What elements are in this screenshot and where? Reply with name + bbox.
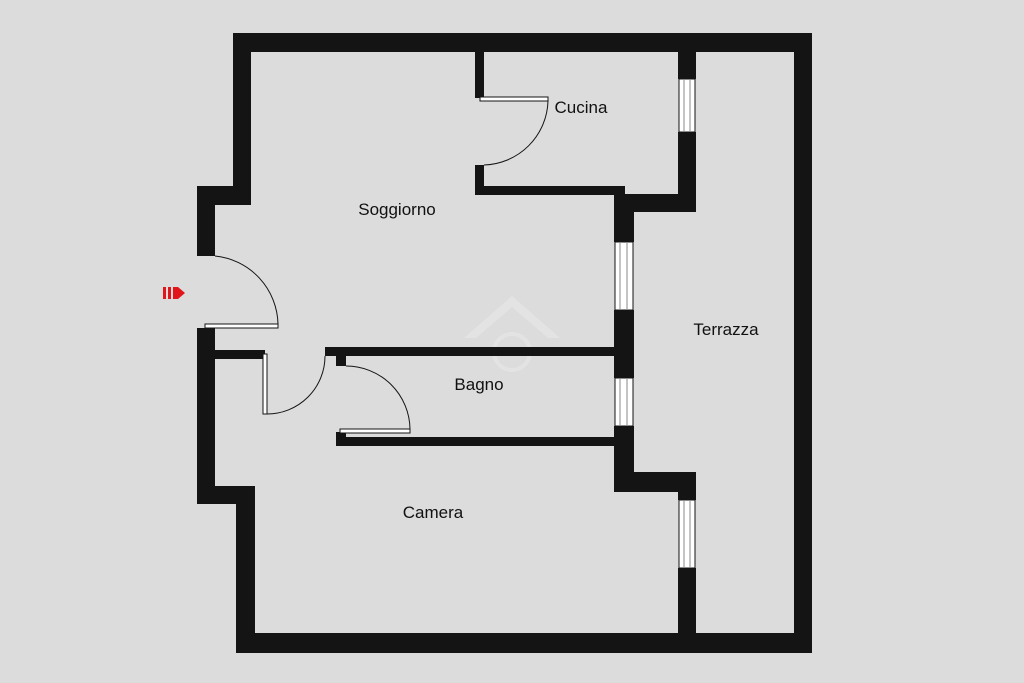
bath-wall-top bbox=[325, 347, 617, 356]
window-kitchen bbox=[678, 78, 696, 133]
wall-bottom bbox=[236, 633, 812, 653]
entrance-arrow-icon bbox=[163, 287, 185, 299]
doors bbox=[204, 96, 549, 434]
room-label-camera: Camera bbox=[403, 503, 464, 522]
outer-walls bbox=[197, 33, 812, 653]
terrace-wall-kitchen bbox=[678, 132, 696, 212]
terrace-wall-camera-b bbox=[678, 568, 696, 653]
wall-entry-jamb-top bbox=[197, 186, 215, 256]
living-camera-wall-left bbox=[215, 350, 265, 359]
kitchen-wall-bottom-stub bbox=[475, 165, 484, 194]
door-entrance bbox=[204, 255, 279, 329]
terrace-wall-camera-a bbox=[678, 472, 696, 500]
window-camera bbox=[678, 499, 696, 569]
room-label-terrazza: Terrazza bbox=[693, 320, 759, 339]
kitchen-wall-horizontal bbox=[475, 186, 625, 195]
room-label-soggiorno: Soggiorno bbox=[358, 200, 436, 219]
bath-wall-bottom bbox=[336, 437, 617, 446]
terrace-wall bbox=[614, 52, 696, 653]
terrace-wall-jog-bottom bbox=[614, 472, 696, 492]
wall-right bbox=[794, 33, 812, 653]
terrace-wall-mid-b bbox=[614, 310, 634, 378]
window-living bbox=[614, 241, 634, 311]
terrace-wall-jog-top bbox=[614, 194, 696, 212]
door-bagno bbox=[339, 365, 411, 434]
interior-walls bbox=[215, 52, 625, 446]
wall-left-lower bbox=[236, 486, 255, 653]
room-label-bagno: Bagno bbox=[454, 375, 503, 394]
wall-entry-jamb-bottom bbox=[197, 328, 215, 504]
windows bbox=[614, 78, 696, 569]
wall-top bbox=[233, 33, 812, 52]
door-kitchen bbox=[479, 96, 549, 166]
door-camera bbox=[262, 353, 326, 415]
bath-wall-post bbox=[336, 347, 346, 366]
wall-left-upper bbox=[233, 33, 251, 205]
kitchen-wall-top-stub bbox=[475, 52, 484, 98]
terrace-wall-top bbox=[678, 52, 696, 79]
window-bath bbox=[614, 377, 634, 427]
room-label-cucina: Cucina bbox=[555, 98, 608, 117]
house-watermark-icon bbox=[464, 296, 560, 372]
terrace-wall-mid-a bbox=[614, 194, 634, 242]
